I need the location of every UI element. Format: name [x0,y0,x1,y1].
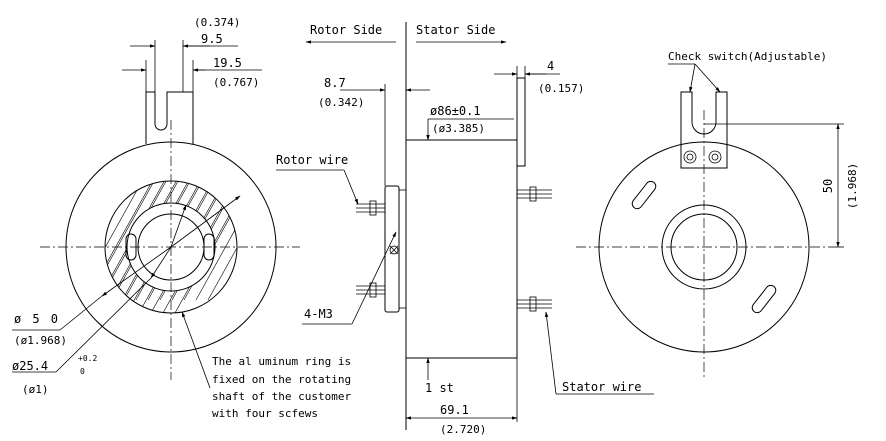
dim-body-diameter: ø86±0.1 [430,104,481,118]
rotor-side-label: Rotor Side [310,23,382,37]
left-view: (0.374) 9.5 19.5 (0.767) ø50 (ø1.968) ø2… [12,16,351,420]
screw-m3 [389,245,399,255]
dim-bore-tol-upper: +0.2 [78,354,97,363]
check-switch-label: Check switch(Adjustable) [668,50,827,63]
left-tab [145,91,194,144]
dim-tab-thickness-in: (0.157) [538,82,584,95]
dim-tab-thickness-mm: 4 [547,59,554,73]
dim-tab-offset-mm: 19.5 [213,56,242,70]
ring-note-line-3: shaft of the customer [212,390,351,403]
side-view: Rotor Side Stator Side [276,22,654,436]
dim-height-mm: 50 [821,179,835,193]
rotor-flange [384,185,400,313]
dim-tab-offset-in: (0.767) [213,76,259,89]
right-view: Check switch(Adjustable) 50 (1.968) [576,50,859,380]
dim-length-mm: 69.1 [440,403,469,417]
right-slot-lower [751,284,777,314]
dim-bore-diameter-in: (ø1) [22,383,49,396]
first-circuit-label: 1 st [425,381,454,395]
rotor-wires [356,200,385,298]
dim-tab-width-in: (0.374) [194,16,240,29]
rotor-wire-label: Rotor wire [276,153,348,167]
stator-body [405,139,518,359]
dim-flange-in: (0.342) [318,96,364,109]
right-slot-upper [631,180,657,210]
dim-bore-tol-lower: 0 [80,367,85,376]
ring-note-line-1: The al uminum ring is [212,355,351,368]
stator-wires [517,186,552,312]
ring-note-line-4: with four scfews [212,407,318,420]
dim-tab-width-mm: 9.5 [201,32,223,46]
dim-bore-diameter-mm: ø25.4 [12,359,48,373]
dim-length-in: (2.720) [440,423,486,436]
dim-height-in: (1.968) [846,163,859,209]
ring-note-line-2: fixed on the rotating [212,373,351,386]
stator-wire-label: Stator wire [562,380,641,394]
screws-label: 4-M3 [304,307,333,321]
dim-flange-mm: 8.7 [324,76,346,90]
dim-body-diameter-in: (ø3.385) [432,122,485,135]
dim-outer-diameter-mm: ø50 [14,312,58,326]
stator-tab [516,77,526,167]
check-switch-tab [680,91,728,169]
tab-hole-left [683,150,697,164]
stator-side-label: Stator Side [416,23,495,37]
tab-hole-right [708,150,722,164]
dim-outer-diameter-in: (ø1.968) [14,334,67,347]
